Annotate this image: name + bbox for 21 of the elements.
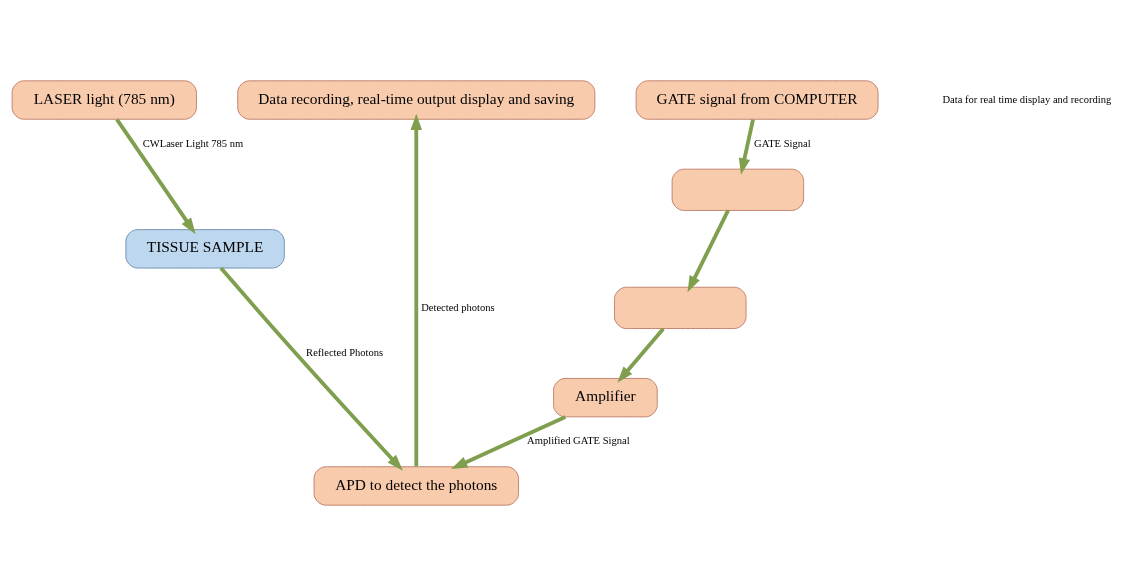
- arrow: [687, 209, 730, 293]
- edge-label: GATE Signal: [754, 137, 811, 149]
- arrow: [410, 113, 422, 467]
- label: Data for real time display and recording: [942, 93, 1112, 105]
- arrow: [115, 118, 196, 235]
- node-box: Amplifier: [553, 377, 658, 418]
- node-box: GATE signal from COMPUTER: [635, 80, 879, 120]
- node-box: [614, 286, 747, 329]
- node-box: LASER light (785 nm): [11, 80, 197, 120]
- node-box: Data recording, real-time output display and saving: [237, 80, 596, 120]
- node-box: [671, 168, 805, 211]
- arrow: [219, 266, 403, 471]
- arrow: [617, 327, 665, 383]
- edge-label: Detected photons: [421, 301, 495, 313]
- arrow: [738, 119, 755, 175]
- arrow: [451, 415, 567, 470]
- edge-label: CWLaser Light 785 nm: [142, 137, 244, 149]
- node-box: APD to detect the photons: [313, 466, 519, 506]
- edge-label: Amplified GATE Signal: [527, 435, 630, 447]
- edge-label: Reflected Photons: [306, 347, 384, 359]
- node-box: TISSUE SAMPLE: [125, 229, 285, 269]
